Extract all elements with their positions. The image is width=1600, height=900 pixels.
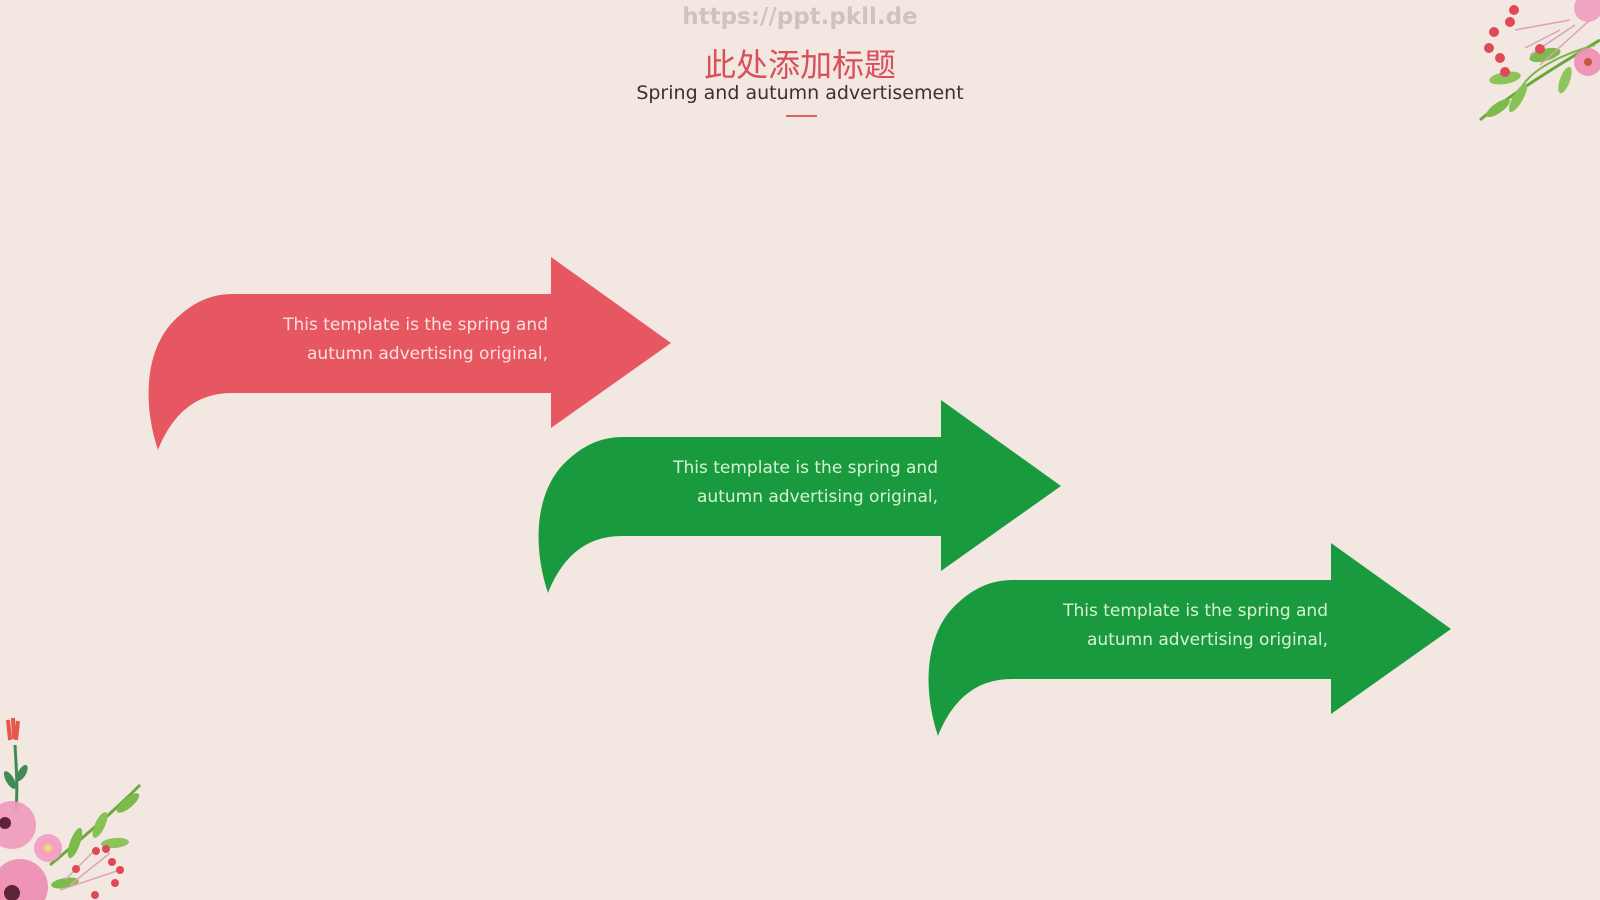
step-text-line: autumn advertising original, bbox=[307, 344, 548, 364]
url-watermark: https://ppt.pkll.de bbox=[682, 4, 918, 30]
floral-decoration-top-right-icon bbox=[1479, 0, 1600, 122]
arrow-step-1-text: This template is the spring and autumn a… bbox=[283, 311, 548, 369]
step-text-line: This template is the spring and bbox=[673, 458, 938, 478]
step-text-line: This template is the spring and bbox=[1063, 601, 1328, 621]
arrow-step-2-text: This template is the spring and autumn a… bbox=[673, 454, 938, 512]
page-subtitle: Spring and autumn advertisement bbox=[636, 82, 964, 104]
step-text-line: This template is the spring and bbox=[283, 315, 548, 335]
floral-decoration-bottom-left-icon bbox=[0, 717, 142, 900]
page-title: 此处添加标题 bbox=[703, 46, 896, 84]
arrow-step-3-text: This template is the spring and autumn a… bbox=[1063, 597, 1328, 655]
title-underline bbox=[786, 115, 817, 117]
step-text-line: autumn advertising original, bbox=[1087, 630, 1328, 650]
step-text-line: autumn advertising original, bbox=[697, 487, 938, 507]
